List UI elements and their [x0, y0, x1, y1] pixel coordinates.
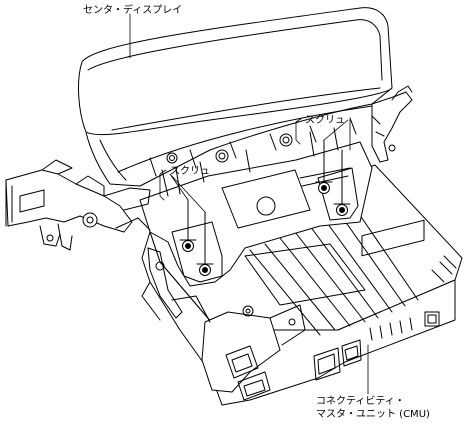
connector-main [361, 219, 425, 257]
label-screw-left: スクリュ [170, 166, 210, 177]
cmu-unit [141, 164, 463, 406]
connector-small [424, 311, 440, 327]
label-screw-right: スクリュ [305, 115, 345, 126]
center-display [78, 7, 413, 197]
left-mounting-arm [5, 159, 151, 251]
label-cmu-line2: マスタ・ユニット (CMU) [316, 409, 430, 420]
label-center-display: センタ・ディスプレイ [83, 5, 183, 16]
label-cmu-line1: コネクティビティ・ [316, 396, 405, 407]
screws-left [179, 199, 214, 276]
connector-usb [313, 347, 341, 381]
screws-right [315, 139, 351, 216]
leader-lines [129, 13, 369, 395]
leader-screw-right-bracket [295, 117, 303, 145]
label-cmu: コネクティビティ・ マスタ・ユニット (CMU) [316, 395, 430, 421]
mounting-bracket [139, 141, 373, 287]
leader-screw-left-bracket [159, 169, 167, 201]
